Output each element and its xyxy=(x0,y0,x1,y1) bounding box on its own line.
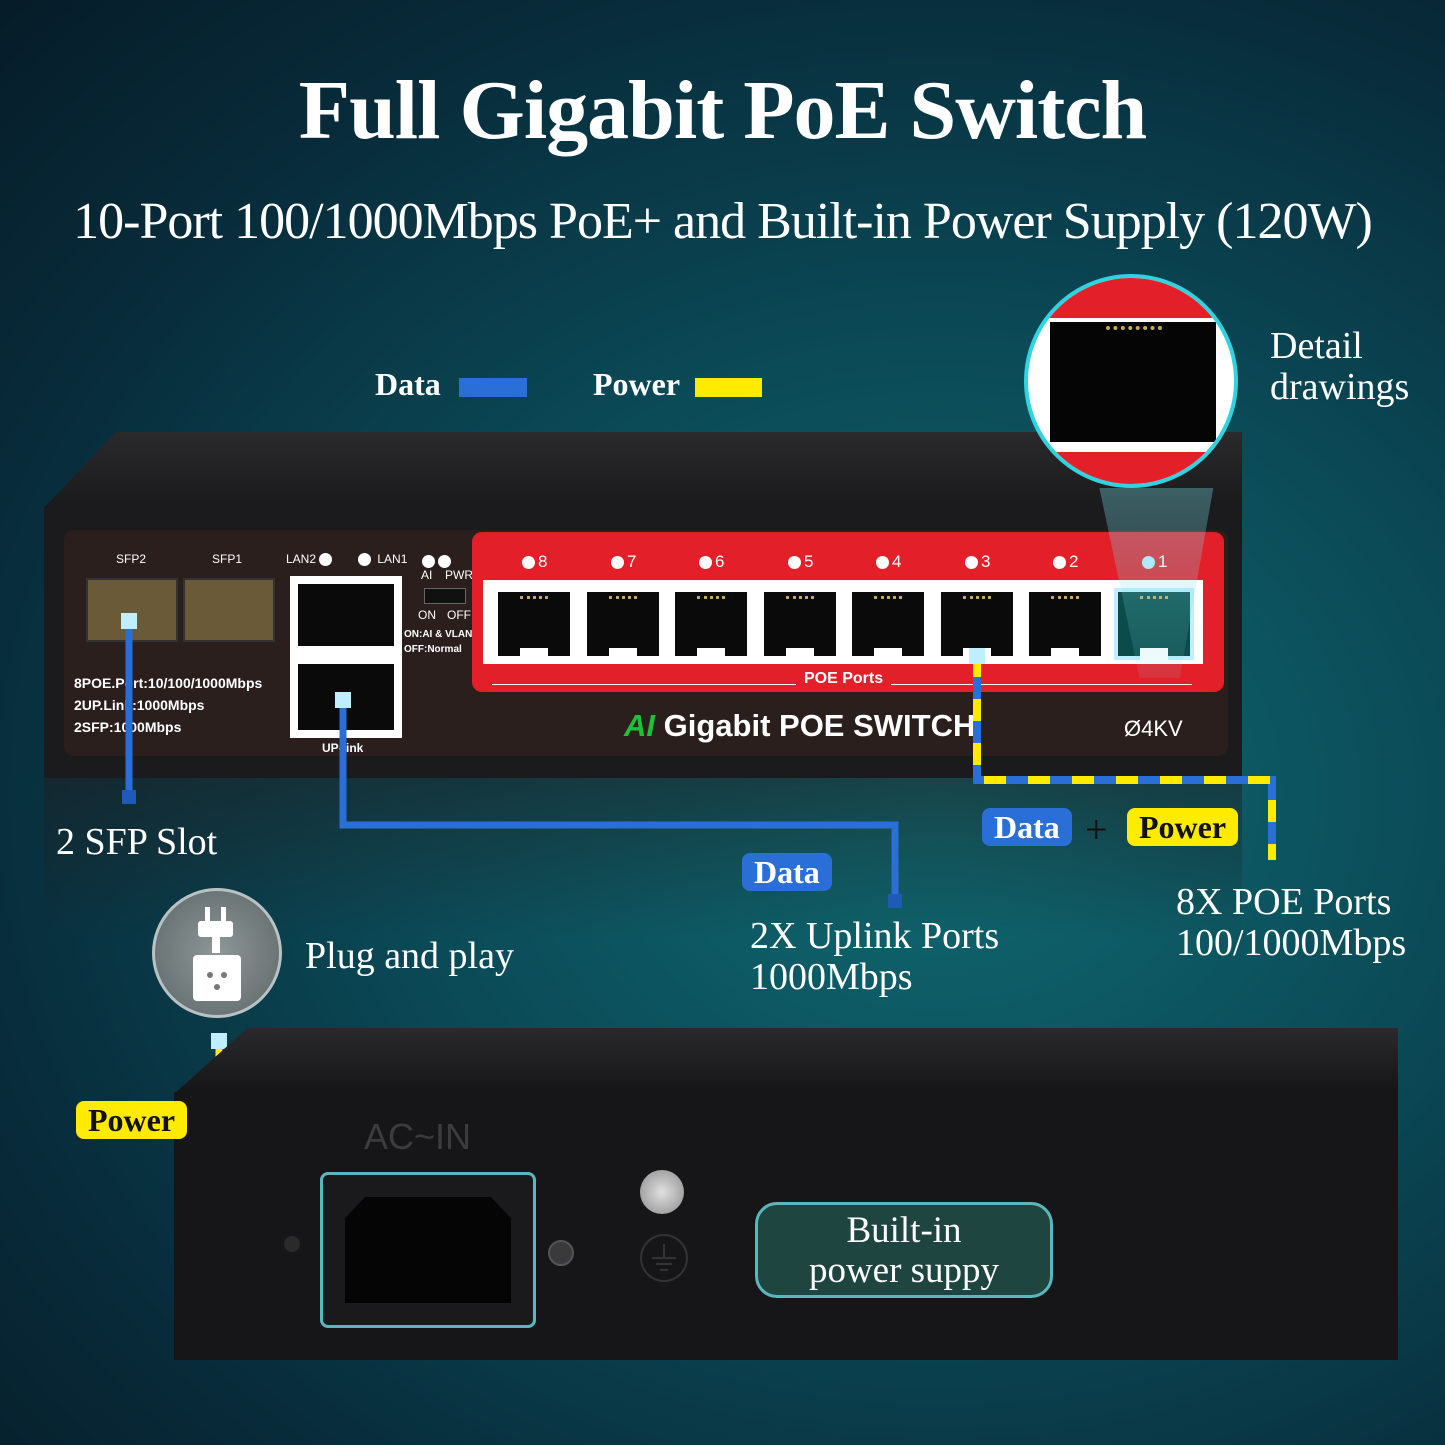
sfp1-label: SFP1 xyxy=(212,552,243,566)
poe-power-tag: Power xyxy=(1127,808,1239,846)
poe-port-number: 8 xyxy=(522,552,547,572)
ai-mode-switch[interactable] xyxy=(424,588,466,604)
lan2-label: LAN2 xyxy=(286,552,335,567)
sfp2-label: SFP2 xyxy=(116,552,147,566)
poe-port-number: 4 xyxy=(876,552,901,572)
page-subtitle: 10-Port 100/1000Mbps PoE+ and Built-in P… xyxy=(73,193,1373,250)
poe-port[interactable] xyxy=(848,588,928,660)
poe-port[interactable] xyxy=(1114,588,1194,660)
mode-off-desc: OFF:Normal xyxy=(404,644,462,655)
plus-sign: + xyxy=(1085,807,1108,852)
detail-caption: Detail drawings xyxy=(1270,325,1410,408)
poe-port[interactable] xyxy=(494,588,574,660)
sfp-slot-1[interactable] xyxy=(183,578,275,642)
poe-data-tag: Data xyxy=(982,808,1072,846)
uplink-caption: 2X Uplink Ports 1000Mbps xyxy=(750,915,1000,998)
legend-power-label: Power xyxy=(593,366,681,402)
ai-led-label: AI xyxy=(421,568,433,582)
builtin-power-badge: Built-in power suppy xyxy=(755,1202,1053,1298)
surge-rating: Ø4KV xyxy=(1124,716,1183,741)
screw-icon xyxy=(284,1236,300,1252)
brand-text: Gigabit POE SWITCH xyxy=(663,708,976,743)
detail-port xyxy=(1050,322,1216,442)
poe-port[interactable] xyxy=(760,588,840,660)
ground-icon xyxy=(640,1234,688,1282)
on-label: ON xyxy=(418,608,436,622)
legend-data-swatch xyxy=(459,378,527,397)
poe-port[interactable] xyxy=(671,588,751,660)
plug-caption: Plug and play xyxy=(305,935,514,977)
spec-poe: 8POE.Port:10/100/1000Mbps xyxy=(74,675,263,691)
ac-in-label: AC~IN xyxy=(364,1116,472,1157)
spec-uplink: 2UP.Link:1000Mbps xyxy=(74,697,205,713)
poe-port[interactable] xyxy=(1025,588,1105,660)
sfp-caption: 2 SFP Slot xyxy=(56,821,218,863)
poe-port-number: 5 xyxy=(788,552,813,572)
ac-power-tag: Power xyxy=(76,1101,188,1139)
ac-inlet-frame xyxy=(320,1172,536,1328)
uplink-data-tag: Data xyxy=(742,853,832,891)
plug-icon xyxy=(152,888,282,1018)
uplink-port-lan2[interactable] xyxy=(298,584,394,646)
status-leds xyxy=(422,552,472,570)
lan1-label: LAN1 xyxy=(358,552,407,567)
brand-label: AI Gigabit POE SWITCH xyxy=(624,708,975,744)
legend-data-label: Data xyxy=(375,366,441,402)
mode-on-desc: ON:AI & VLAN xyxy=(404,629,473,640)
poe-caption: 8X POE Ports 100/1000Mbps xyxy=(1176,881,1407,964)
ac-inlet-socket[interactable] xyxy=(345,1197,511,1303)
brand-ai: AI xyxy=(624,708,655,743)
legend-power-swatch xyxy=(695,378,762,397)
off-label: OFF xyxy=(447,608,471,622)
page-title: Full Gigabit PoE Switch xyxy=(298,64,1147,157)
screw-icon xyxy=(548,1240,574,1266)
poe-ports-label: POE Ports xyxy=(796,670,892,688)
detail-zoom-circle xyxy=(1024,274,1238,488)
poe-port[interactable] xyxy=(583,588,663,660)
poe-port-number: 6 xyxy=(699,552,724,572)
back-switch-top xyxy=(174,1028,1398,1094)
poe-port-number: 7 xyxy=(611,552,636,572)
poe-port-number: 1 xyxy=(1142,552,1167,572)
poe-port-number: 2 xyxy=(1053,552,1078,572)
poe-port-number: 3 xyxy=(965,552,990,572)
pwr-led-label: PWR xyxy=(445,568,473,582)
ground-screw-icon xyxy=(640,1170,684,1214)
